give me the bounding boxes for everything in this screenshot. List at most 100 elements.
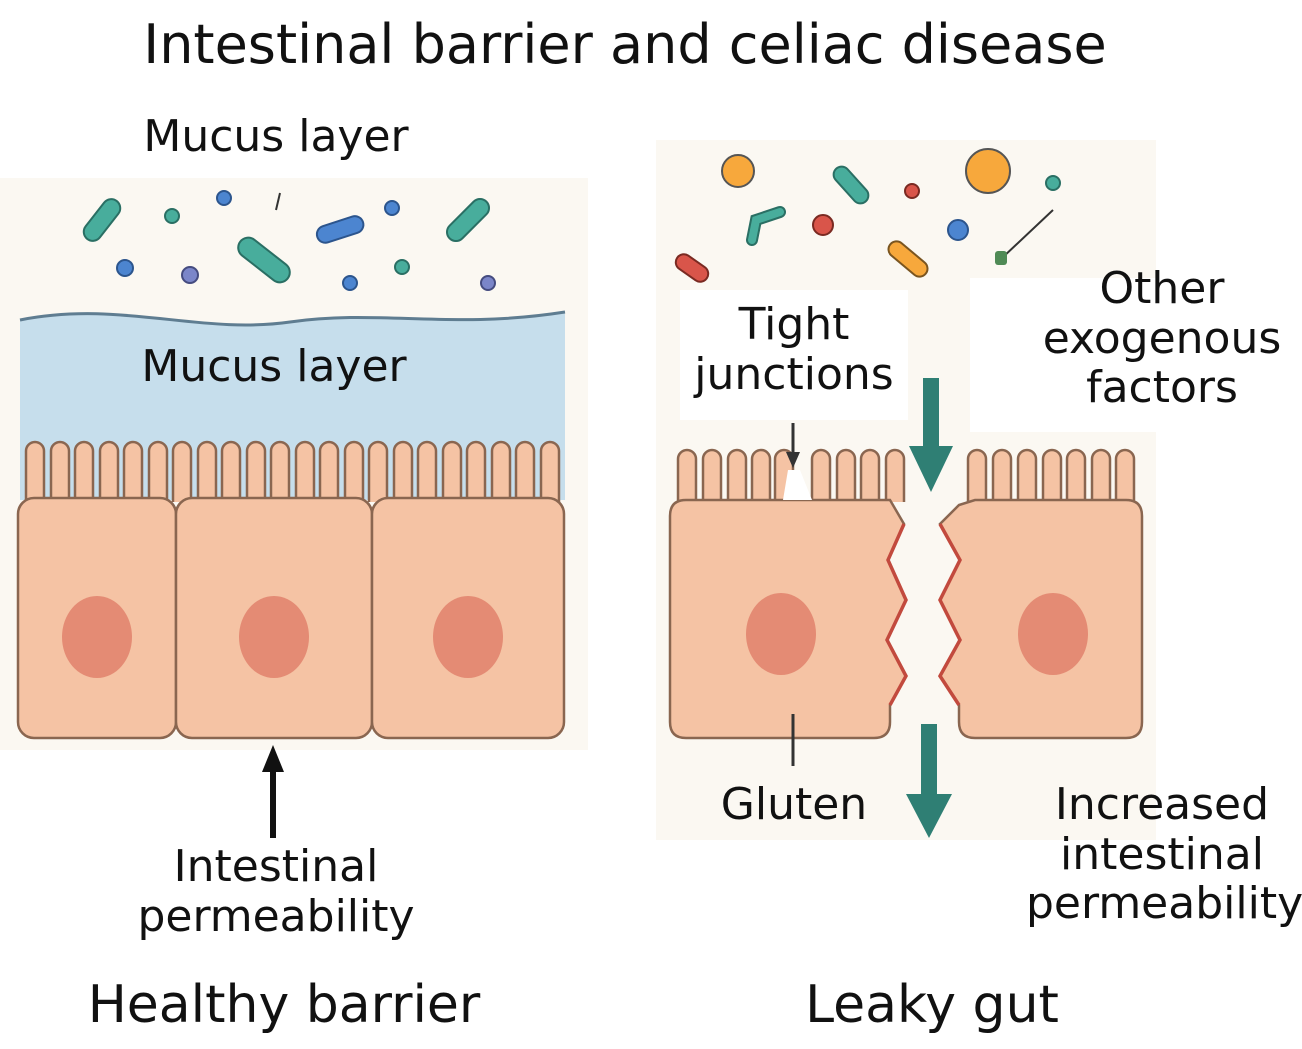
rod-bacterium [237, 236, 291, 284]
microvillus [701, 448, 723, 502]
healthy-microvilli [24, 440, 561, 502]
particle [480, 275, 496, 291]
gluten-label: Gluten [720, 779, 868, 830]
microvillus [294, 440, 316, 502]
flagellum [1001, 209, 1054, 259]
microvillus [269, 440, 291, 502]
particle [216, 190, 232, 206]
other-factors-line-3: factors [1086, 362, 1238, 414]
microvillus [147, 440, 169, 502]
rod-bacterium [315, 215, 365, 244]
microvillus [392, 440, 414, 502]
tight-junctions-line-1: Tight [738, 299, 850, 350]
microvillus [367, 440, 389, 502]
other-factors-line-1: Other [1099, 263, 1225, 314]
microvillus [490, 440, 512, 502]
rod-bacterium [82, 198, 122, 242]
breach-edge [885, 523, 908, 706]
particle [947, 219, 969, 241]
rod-bacterium [674, 253, 710, 283]
particle [721, 154, 755, 188]
nucleus [746, 593, 816, 675]
microvillus [24, 440, 46, 502]
label-backdrop [680, 290, 908, 420]
mucus-surface-line [19, 310, 566, 327]
microvillus [245, 440, 267, 502]
microvillus [750, 448, 772, 502]
microvillus [1065, 448, 1087, 502]
microvillus [49, 440, 71, 502]
microvillus [416, 440, 438, 502]
luminal-bacteria-leaky [674, 148, 1061, 283]
figure-title: Intestinal barrier and celiac disease [143, 13, 1107, 76]
tight-junction-pointer-head [786, 452, 800, 468]
microvillus [1041, 448, 1063, 502]
particle [164, 208, 180, 224]
particle [1045, 175, 1061, 191]
microvillus [318, 440, 340, 502]
intestinal-permeability-label: Intestinal permeability [116, 842, 436, 941]
other-factors-line-2: exogenous [1042, 312, 1282, 364]
microvillus [1016, 448, 1038, 502]
leak-arrow-shaft [921, 724, 937, 798]
microvillus [465, 440, 487, 502]
microvillus [441, 440, 463, 502]
particle [394, 259, 410, 275]
microvillus [343, 440, 365, 502]
nucleus [1018, 593, 1088, 675]
entry-arrow-shaft [923, 378, 939, 450]
nucleus [239, 596, 309, 678]
tight-junctions-label: Tight junctions [684, 300, 904, 399]
nucleus [433, 596, 503, 678]
microvillus [539, 440, 561, 502]
increased-permeability-label: Increased intestinal permeability [1026, 779, 1302, 930]
increased-permeability-line-3: permeability [1026, 878, 1302, 930]
microvillus [859, 448, 881, 502]
particle [904, 183, 920, 199]
nucleus [62, 596, 132, 678]
rod-bacterium [887, 240, 929, 278]
mucus-layer-label: Mucus layer [141, 341, 407, 392]
particle [116, 259, 134, 277]
small-rod [275, 192, 281, 211]
microvillus [726, 448, 748, 502]
tight-junctions-line-2: junctions [694, 348, 894, 400]
microvillus [220, 440, 242, 502]
particle [181, 266, 199, 284]
rod-bacterium [445, 197, 491, 243]
tight-junction-gap [783, 470, 812, 500]
particle [812, 214, 834, 236]
microvillus [884, 448, 906, 502]
microvillus [196, 440, 218, 502]
leaky-epithelium [668, 498, 1144, 740]
breach-edge [937, 523, 962, 706]
particle [965, 148, 1011, 194]
microvillus [1114, 448, 1136, 502]
microvillus [98, 440, 120, 502]
rod-bacterium [832, 165, 870, 205]
mucus-layer-top-label: Mucus layer [143, 111, 409, 162]
microvillus [122, 440, 144, 502]
healthy-barrier-caption: Healthy barrier [87, 975, 481, 1035]
particle [342, 275, 358, 291]
luminal-bacteria [82, 190, 496, 291]
other-exogenous-factors-label: Other exogenous factors [1032, 264, 1292, 413]
microvillus [171, 440, 193, 502]
microvillus [73, 440, 95, 502]
leaky-gut-caption: Leaky gut [805, 975, 1059, 1035]
microvillus [991, 448, 1013, 502]
microvillus [966, 448, 988, 502]
increased-permeability-line-2: intestinal [1060, 828, 1264, 880]
microvillus [835, 448, 857, 502]
small-particle [995, 251, 1007, 265]
microvillus [676, 448, 698, 502]
microvillus [514, 440, 536, 502]
intestinal-permeability-line-1: Intestinal [173, 841, 379, 892]
particle [384, 200, 400, 216]
label-backdrop [970, 278, 1156, 432]
increased-permeability-line-1: Increased [1054, 779, 1270, 830]
leak-arrow-head [906, 794, 952, 838]
microvillus [1090, 448, 1112, 502]
entry-arrow-head [909, 446, 953, 492]
